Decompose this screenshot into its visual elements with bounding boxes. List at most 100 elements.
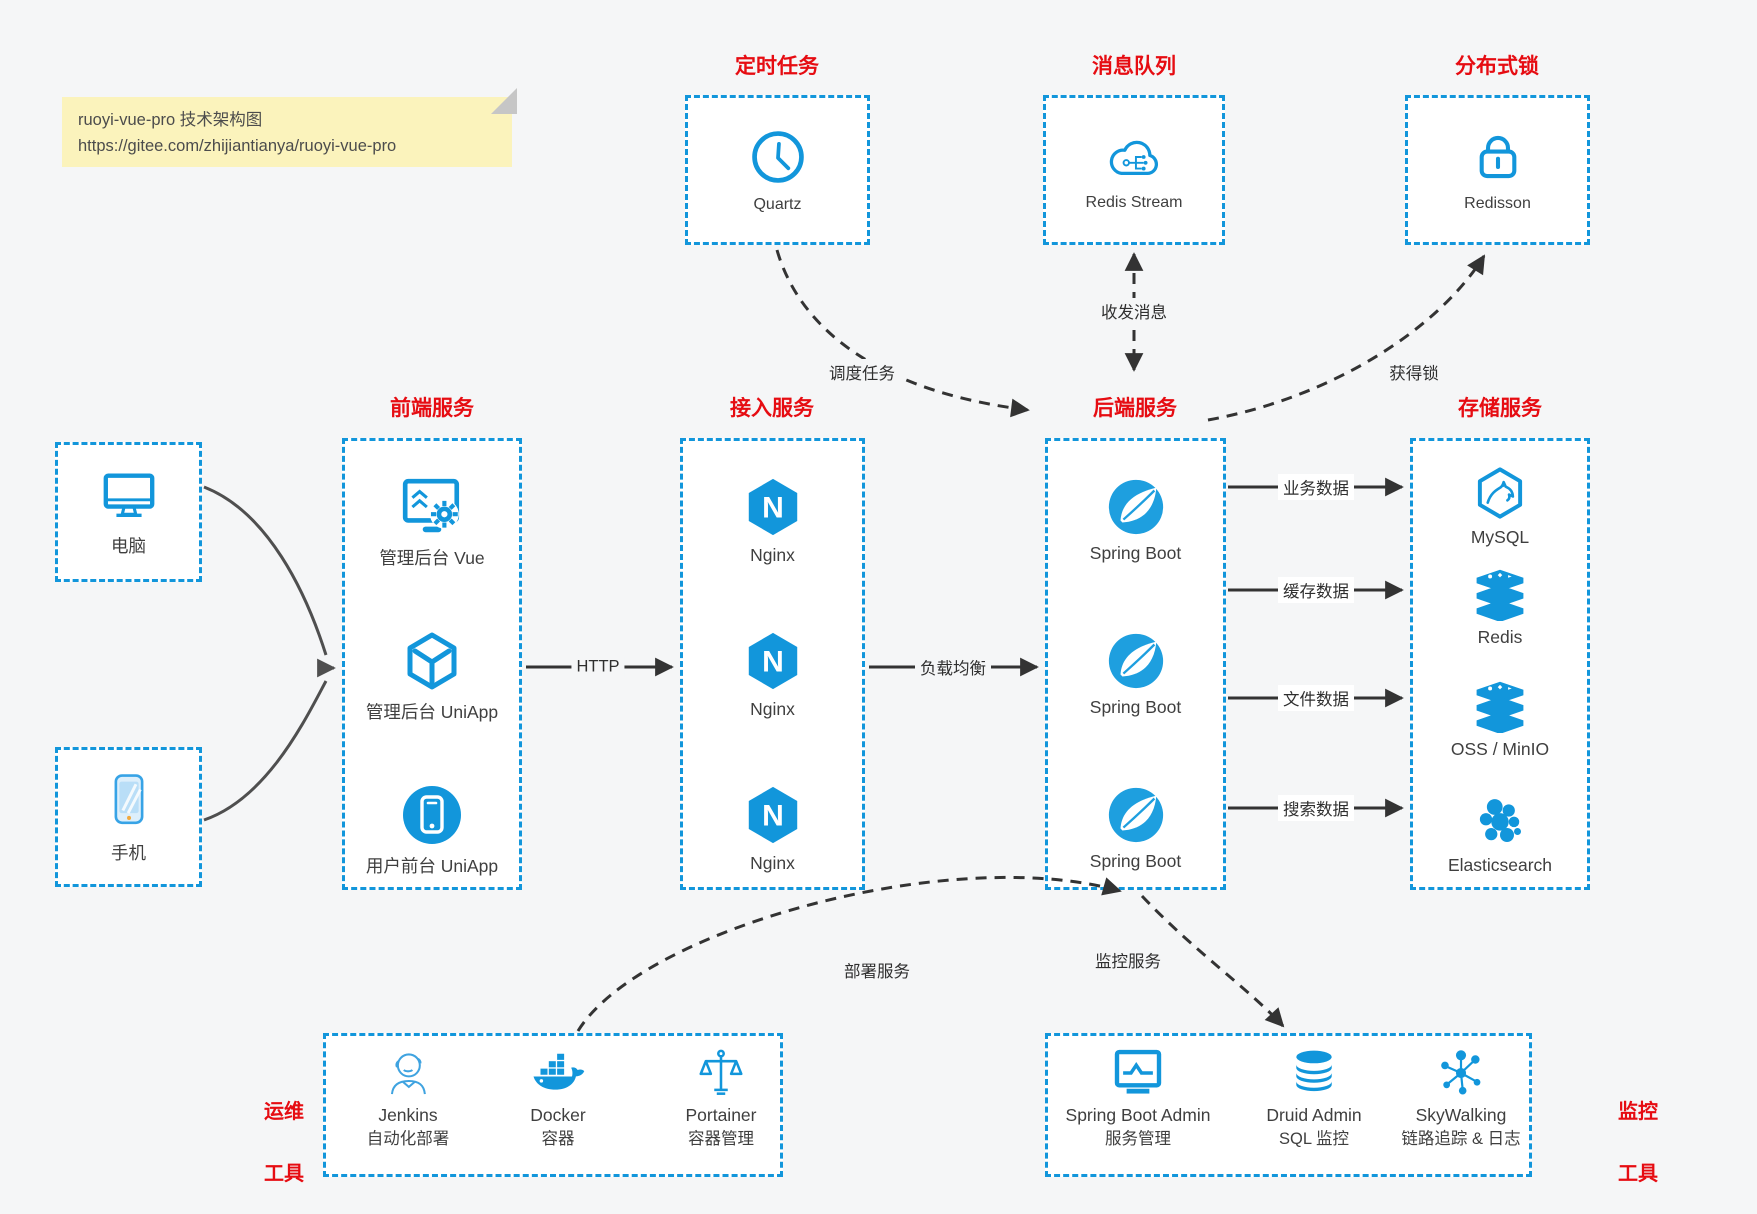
svg-text:N: N bbox=[762, 800, 784, 833]
node-oss-minio: OSS / MinIO bbox=[1413, 679, 1587, 760]
skywalking-icon bbox=[1441, 1050, 1481, 1095]
cloud-network-icon bbox=[1109, 140, 1159, 175]
tool-desc: 自动化部署 bbox=[366, 1129, 450, 1148]
node-label: 手机 bbox=[111, 843, 146, 863]
node-label: 管理后台 Vue bbox=[379, 548, 485, 568]
node-elasticsearch: Elasticsearch bbox=[1413, 793, 1587, 876]
node-label: 管理后台 UniApp bbox=[365, 702, 499, 722]
node-admin-vue: 管理后台 Vue bbox=[345, 475, 519, 570]
edge-phone-to-frontend bbox=[203, 680, 328, 822]
node-label: Nginx bbox=[750, 545, 795, 565]
edge-schedule bbox=[775, 249, 1030, 418]
node-label: Redis Stream bbox=[1085, 193, 1183, 211]
svg-text:N: N bbox=[762, 646, 784, 679]
node-label: Redisson bbox=[1464, 194, 1531, 212]
edge-label-business-data: 业务数据 bbox=[1278, 474, 1354, 500]
edge-label-http: HTTP bbox=[571, 656, 625, 678]
edge-acquire-lock bbox=[1207, 254, 1486, 422]
title-line: 工具 bbox=[264, 1163, 304, 1185]
node-springboot-2: Spring Boot bbox=[1048, 629, 1223, 718]
clock-icon bbox=[751, 130, 804, 183]
redis-stack-icon bbox=[1476, 569, 1524, 621]
node-docker: Docker 容器 bbox=[468, 1046, 648, 1150]
title-backend: 后端服务 bbox=[1093, 397, 1177, 420]
node-springboot-1: Spring Boot bbox=[1048, 475, 1223, 564]
box-frontend: 管理后台 Vue 管理后台 UniApp 用户前台 UniApp bbox=[342, 438, 522, 890]
tool-name: Druid Admin bbox=[1266, 1105, 1362, 1125]
node-label: Nginx bbox=[750, 853, 795, 873]
spring-boot-icon bbox=[1108, 787, 1163, 843]
edge-computer-to-frontend bbox=[203, 485, 328, 656]
tool-name: Spring Boot Admin bbox=[1065, 1105, 1211, 1125]
docker-icon bbox=[533, 1053, 585, 1090]
nginx-icon: N bbox=[748, 478, 797, 536]
tool-desc: 容器 bbox=[541, 1129, 575, 1148]
edge-label-deploy: 部署服务 bbox=[839, 957, 915, 983]
node-mysql: MySQL bbox=[1413, 465, 1587, 548]
note-url: https://gitee.com/zhijiantianya/ruoyi-vu… bbox=[78, 136, 397, 155]
title-scheduled-job: 定时任务 bbox=[735, 55, 819, 78]
node-redis: Redis bbox=[1413, 567, 1587, 648]
node-label: Spring Boot bbox=[1089, 543, 1182, 563]
node-springboot-3: Spring Boot bbox=[1048, 783, 1223, 872]
tool-desc: 服务管理 bbox=[1105, 1129, 1171, 1148]
jenkins-icon bbox=[390, 1053, 426, 1095]
tool-name: Portainer bbox=[685, 1105, 757, 1125]
nginx-icon: N bbox=[748, 786, 797, 844]
box-ops-tools: Jenkins 自动化部署 Docker 容器 bbox=[323, 1033, 783, 1177]
edge-label-messages: 收发消息 bbox=[1096, 298, 1172, 324]
title-line: 运维 bbox=[264, 1101, 304, 1123]
box-gateway: N Nginx N Nginx N Nginx bbox=[680, 438, 865, 890]
uniapp-cube-icon bbox=[407, 632, 457, 690]
edge-label-search-data: 搜索数据 bbox=[1278, 795, 1354, 821]
smartphone-icon bbox=[114, 774, 143, 825]
portainer-icon bbox=[699, 1049, 743, 1095]
node-label: MySQL bbox=[1470, 527, 1530, 547]
mobile-app-icon bbox=[403, 786, 461, 844]
title-message-queue: 消息队列 bbox=[1092, 55, 1176, 78]
node-nginx-2: N Nginx bbox=[683, 629, 862, 720]
node-spring-boot-admin: Spring Boot Admin 服务管理 bbox=[1048, 1046, 1228, 1150]
box-computer: 电脑 bbox=[55, 442, 202, 582]
node-label: Redis bbox=[1477, 627, 1523, 647]
node-label: 用户前台 UniApp bbox=[365, 856, 499, 876]
spring-boot-admin-icon bbox=[1114, 1049, 1162, 1094]
title-frontend: 前端服务 bbox=[390, 397, 474, 420]
edge-label-cache-data: 缓存数据 bbox=[1278, 577, 1354, 603]
box-redis-stream: Redis Stream bbox=[1043, 95, 1225, 245]
title-line: 监控 bbox=[1618, 1101, 1658, 1123]
title-distributed-lock: 分布式锁 bbox=[1455, 55, 1539, 78]
node-user-uniapp: 用户前台 UniApp bbox=[345, 783, 519, 878]
node-portainer: Portainer 容器管理 bbox=[631, 1046, 811, 1150]
title-monitor-tools: 监控 工具 bbox=[1602, 1066, 1674, 1214]
node-skywalking: SkyWalking 链路追踪 & 日志 bbox=[1371, 1046, 1551, 1150]
title-storage: 存储服务 bbox=[1458, 397, 1542, 420]
storage-stack-icon bbox=[1476, 681, 1524, 733]
node-admin-uniapp: 管理后台 UniApp bbox=[345, 629, 519, 724]
edge-label-schedule: 调度任务 bbox=[824, 359, 900, 385]
node-label: OSS / MinIO bbox=[1450, 739, 1550, 759]
node-label: Elasticsearch bbox=[1447, 855, 1553, 875]
note-title: ruoyi-vue-pro 技术架构图 bbox=[78, 111, 263, 129]
node-nginx-1: N Nginx bbox=[683, 475, 862, 566]
mysql-icon bbox=[1477, 467, 1523, 519]
title-gateway: 接入服务 bbox=[730, 397, 814, 420]
tool-name: Jenkins bbox=[378, 1105, 438, 1125]
tool-name: SkyWalking bbox=[1415, 1105, 1507, 1125]
node-druid-admin: Druid Admin SQL 监控 bbox=[1224, 1046, 1404, 1150]
lock-icon bbox=[1479, 135, 1516, 178]
node-label: Spring Boot bbox=[1089, 697, 1182, 717]
tool-desc: SQL 监控 bbox=[1279, 1129, 1349, 1148]
druid-icon bbox=[1296, 1050, 1332, 1092]
box-redisson: Redisson bbox=[1405, 95, 1590, 245]
nginx-icon: N bbox=[748, 632, 797, 690]
box-quartz: Quartz bbox=[685, 95, 870, 245]
node-jenkins: Jenkins 自动化部署 bbox=[318, 1046, 498, 1150]
box-phone: 手机 bbox=[55, 747, 202, 887]
edge-deploy bbox=[576, 875, 1122, 1032]
title-line: 工具 bbox=[1618, 1163, 1658, 1185]
svg-text:N: N bbox=[762, 492, 784, 525]
tool-desc: 容器管理 bbox=[688, 1129, 754, 1148]
admin-vue-icon bbox=[402, 478, 460, 533]
